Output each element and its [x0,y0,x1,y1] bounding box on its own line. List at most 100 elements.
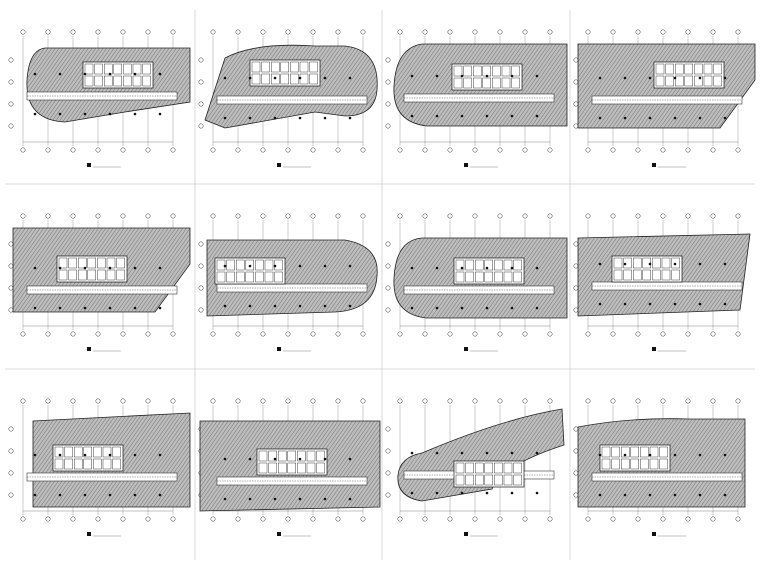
axis-bubble [170,29,176,35]
core-room [236,259,245,271]
column [158,306,162,310]
axis-bubble [45,331,51,337]
axis-bubble [447,213,453,219]
column [108,266,112,270]
column [108,453,112,457]
core-room [503,474,513,486]
column [510,491,514,495]
axis-bubble [235,147,241,153]
core-room [268,450,277,462]
core-room [226,271,235,283]
axis-bubble [585,213,591,219]
core-room [102,458,112,470]
column [723,116,727,120]
column [435,451,439,455]
drawing-title [277,532,311,537]
axis-bubble [170,516,176,522]
building-core [256,448,328,476]
column [698,116,702,120]
core-room [501,77,511,89]
axis-bubble [8,263,14,269]
axis-bubble [360,398,366,404]
drawing-title [277,163,311,168]
core-room [649,446,659,458]
column [348,497,352,501]
core-room [492,77,501,89]
core-room [474,462,484,474]
core-room [245,259,254,271]
axis-bubble [397,398,403,404]
axis-bubble [685,213,691,219]
column [673,453,677,457]
axis-bubble [710,516,716,522]
axis-bubble [360,516,366,522]
axis-bubble [472,516,478,522]
axis-bubble [735,29,741,35]
drawing-title [277,347,311,352]
floor-plan-p12 [573,398,746,537]
column [410,266,414,270]
column [158,72,162,76]
axis-bubble [385,448,391,454]
column [323,457,327,461]
core-room [97,269,106,281]
core-room [642,269,652,281]
floor-plan-p4 [573,29,756,168]
axis-bubble [210,213,216,219]
axis-bubble [710,29,716,35]
floor-slab [204,44,378,129]
column [510,451,514,455]
column [673,76,677,80]
axis-bubble [385,263,391,269]
axis-bubble [660,213,666,219]
column [323,264,327,268]
column [158,493,162,497]
column [223,304,227,308]
core-room [93,446,102,458]
axis-bubble [70,398,76,404]
axis-bubble [145,331,151,337]
column [460,491,464,495]
axis-bubble [385,79,391,85]
core-room [474,271,484,283]
axis-bubble [210,147,216,153]
axis-bubble [8,307,14,313]
axis-bubble [8,123,14,129]
building-core [214,257,286,285]
core-room [659,446,668,458]
core-room [655,75,665,87]
axis-bubble [522,29,528,35]
column [58,306,62,310]
column [673,116,677,120]
column [83,72,87,76]
axis-bubble [198,79,204,85]
column [33,453,37,457]
axis-bubble [447,516,453,522]
core-room [58,269,68,281]
axis-bubble [573,263,579,269]
axis-bubble [235,398,241,404]
axis-bubble [610,398,616,404]
core-room [255,271,264,283]
core-room [64,446,73,458]
column [248,457,252,461]
column [460,306,464,310]
column [133,493,137,497]
axis-bubble [45,398,51,404]
axis-bubble [70,213,76,219]
axis-bubble [497,331,503,337]
axis-bubble [8,57,14,63]
axis-bubble [547,147,553,153]
column [648,76,652,80]
floor-plans [8,29,756,537]
axis-bubble [360,331,366,337]
axis-bubble [660,29,666,35]
axis-bubble [20,29,26,35]
column [723,453,727,457]
axis-bubble [8,426,14,432]
axis-bubble [210,29,216,35]
core-room [684,75,694,87]
core-room [623,269,632,281]
column [510,266,514,270]
axis-bubble [198,285,204,291]
